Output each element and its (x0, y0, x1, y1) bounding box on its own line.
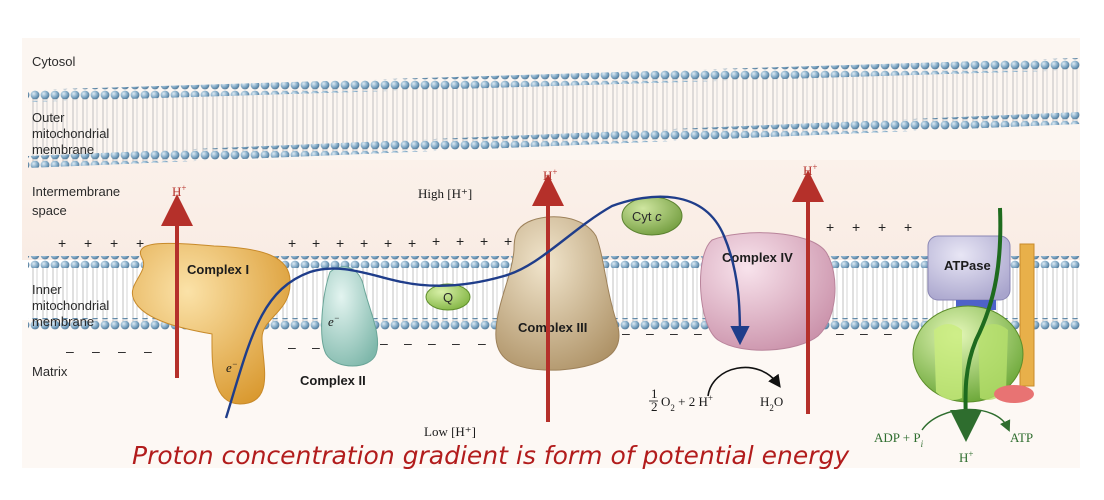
svg-text:+: + (360, 235, 368, 251)
svg-text:–: – (452, 335, 460, 351)
atpase-proton-channel (949, 207, 1003, 442)
intermembrane-label-1: Intermembrane (32, 184, 120, 199)
frac-num: 1 (651, 386, 658, 401)
svg-text:–: – (66, 343, 74, 359)
svg-text:–: – (646, 325, 654, 341)
complex-1: Complex I e− (131, 242, 291, 405)
svg-text:–: – (404, 335, 412, 351)
outer-membrane-label-2: mitochondrial (32, 126, 109, 141)
svg-text:–: – (288, 339, 296, 355)
oxygen-reduction-equation: 1 2 O2 + 2 H+ H2O (649, 386, 783, 414)
reaction-reactants: O2 + 2 H+ (661, 393, 713, 413)
atp-synthase: ATPase (912, 235, 1035, 403)
complex-3-label: Complex III (518, 320, 587, 335)
inner-membrane-label-3: membrane (32, 314, 94, 329)
outer-membrane (28, 58, 1080, 168)
svg-text:–: – (428, 335, 436, 351)
intermembrane-label-2: space (32, 203, 67, 218)
frac-den: 2 (651, 399, 658, 414)
complex-3: Complex III (495, 216, 620, 371)
svg-text:+: + (878, 219, 886, 235)
q-label: Q (443, 290, 453, 305)
svg-text:–: – (670, 325, 678, 341)
svg-text:+: + (336, 235, 344, 251)
caption: Proton concentration gradient is form of… (132, 441, 850, 470)
svg-text:+: + (110, 235, 118, 251)
minus-signs: –– –– –– –– –– – –– –– –– – (66, 325, 892, 359)
cytochrome-c: Cyt c (621, 196, 683, 236)
svg-text:+: + (288, 235, 296, 251)
atp-label: ATP (1010, 430, 1033, 445)
low-proton-label: Low [H⁺] (424, 424, 476, 439)
svg-text:–: – (478, 335, 486, 351)
svg-text:+: + (384, 235, 392, 251)
svg-text:+: + (136, 235, 144, 251)
adp-pi-label: ADP + Pi (874, 430, 924, 449)
complex-4-label: Complex IV (722, 250, 793, 265)
complex-4: Complex IV (700, 232, 836, 351)
svg-text:+: + (312, 235, 320, 251)
proton-label-4: H+ (803, 162, 817, 178)
svg-text:+: + (408, 235, 416, 251)
proton-label-atpase: H+ (959, 449, 973, 465)
svg-text:+: + (432, 233, 440, 249)
svg-text:–: – (118, 343, 126, 359)
high-proton-label: High [H⁺] (418, 186, 472, 201)
svg-text:+: + (480, 233, 488, 249)
matrix-label: Matrix (32, 364, 68, 379)
svg-text:–: – (860, 325, 868, 341)
svg-text:–: – (836, 325, 844, 341)
cytc-label: Cyt c (632, 209, 662, 224)
svg-text:+: + (456, 233, 464, 249)
svg-text:–: – (694, 325, 702, 341)
outer-membrane-label-1: Outer (32, 110, 65, 125)
proton-label-3: H+ (543, 167, 557, 183)
inner-membrane-label-2: mitochondrial (32, 298, 109, 313)
svg-text:–: – (622, 325, 630, 341)
svg-text:+: + (904, 219, 912, 235)
cytosol-label: Cytosol (32, 54, 75, 69)
electron-label-2: e− (328, 313, 340, 329)
atpase-label: ATPase (944, 258, 991, 273)
reduction-arrow (707, 366, 781, 397)
complex-1-label: Complex I (187, 262, 249, 277)
svg-text:+: + (504, 233, 512, 249)
svg-text:–: – (312, 339, 320, 355)
svg-text:+: + (58, 235, 66, 251)
svg-text:–: – (380, 335, 388, 351)
ubiquinone-q: Q (425, 283, 471, 311)
water-product: H2O (760, 394, 783, 413)
complex-2: e− Complex II (300, 266, 379, 388)
outer-membrane-label-3: membrane (32, 142, 94, 157)
inner-membrane-label-1: Inner (32, 282, 62, 297)
svg-text:–: – (144, 343, 152, 359)
svg-text:–: – (884, 325, 892, 341)
atp-synthesis-arrow (921, 408, 1011, 432)
electron-transport-path (224, 195, 750, 419)
complex-2-label: Complex II (300, 373, 366, 388)
svg-text:+: + (852, 219, 860, 235)
svg-text:–: – (92, 343, 100, 359)
proton-arrows (161, 170, 824, 422)
svg-text:+: + (826, 219, 834, 235)
electron-label-1: e− (226, 359, 238, 375)
svg-text:+: + (84, 235, 92, 251)
plus-signs: + + + + + + + + + + + + + + + + + + (58, 219, 912, 251)
proton-label-1: H+ (172, 183, 186, 199)
